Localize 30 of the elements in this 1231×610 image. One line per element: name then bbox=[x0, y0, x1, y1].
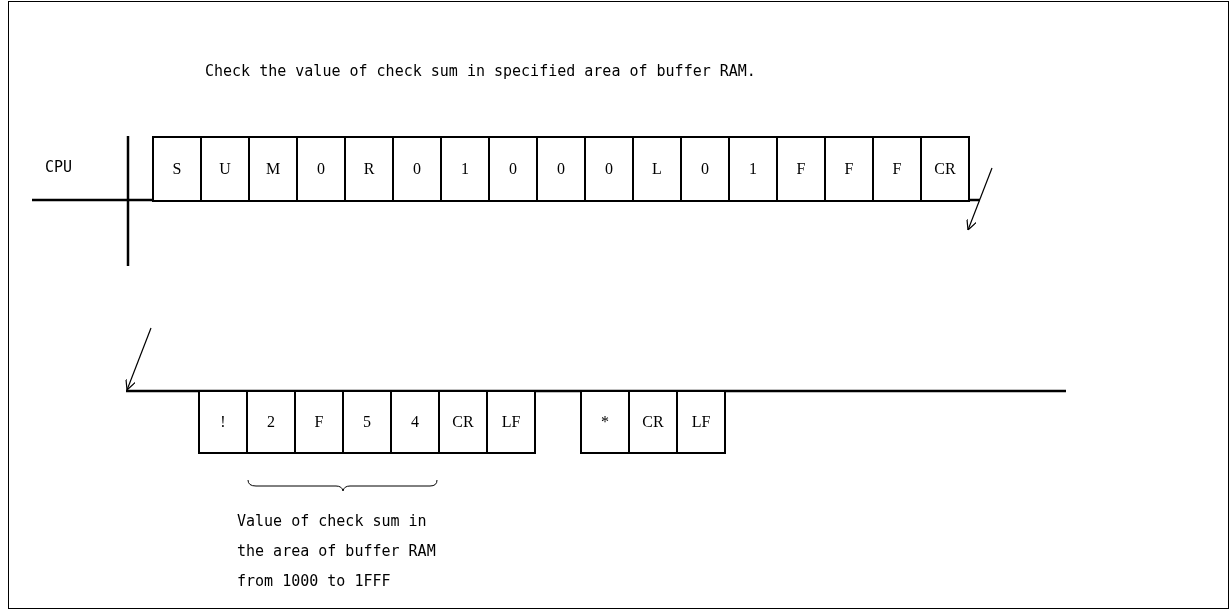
character-cell: ! bbox=[198, 390, 248, 454]
character-cell: 0 bbox=[680, 136, 730, 202]
character-cell: 1 bbox=[440, 136, 490, 202]
character-cell: F bbox=[824, 136, 874, 202]
character-cell: CR bbox=[628, 390, 678, 454]
character-cell: R bbox=[344, 136, 394, 202]
character-cell: 1 bbox=[728, 136, 778, 202]
character-cell: CR bbox=[438, 390, 488, 454]
title: Check the value of check sum in specified area of buffer RAM. bbox=[205, 62, 756, 80]
character-cell: 2 bbox=[246, 390, 296, 454]
character-cell: 0 bbox=[488, 136, 538, 202]
character-cell: M bbox=[248, 136, 298, 202]
character-cell: S bbox=[152, 136, 202, 202]
signal-label: CPU bbox=[45, 158, 73, 176]
character-cell: 4 bbox=[390, 390, 440, 454]
character-cell: CR bbox=[920, 136, 970, 202]
character-cell: 0 bbox=[392, 136, 442, 202]
character-cell: 5 bbox=[342, 390, 392, 454]
character-cell: F bbox=[294, 390, 344, 454]
character-cell: 0 bbox=[536, 136, 586, 202]
character-cell: 0 bbox=[584, 136, 634, 202]
character-cell: LF bbox=[486, 390, 536, 454]
character-cell: U bbox=[200, 136, 250, 202]
character-cell: 0 bbox=[296, 136, 346, 202]
character-cell: F bbox=[776, 136, 826, 202]
character-cell: F bbox=[872, 136, 922, 202]
character-cell: L bbox=[632, 136, 682, 202]
character-cell: LF bbox=[676, 390, 726, 454]
note-text: Value of check sum in the area of buffer RAM from 1000 to 1FFF bbox=[237, 511, 437, 592]
character-cell: * bbox=[580, 390, 630, 454]
